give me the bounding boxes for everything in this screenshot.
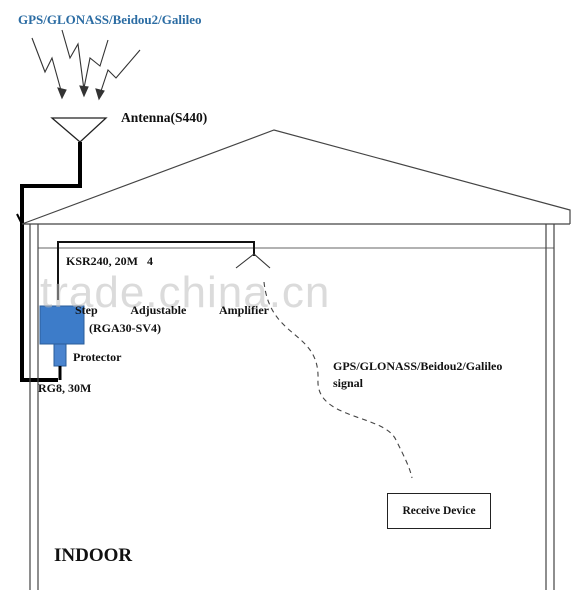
antenna-label: Antenna(S440) (121, 110, 208, 125)
protector-label: Protector (73, 350, 122, 364)
amplifier-word-step: Step (75, 303, 98, 317)
signal-label-line1: GPS/GLONASS/Beidou2/Galileo (333, 359, 503, 373)
house-roof (21, 129, 571, 225)
antenna-cable (20, 142, 82, 382)
ksr-cable (57, 241, 255, 300)
amplifier-icon (39, 305, 85, 345)
signal-label-line2: signal (333, 376, 364, 390)
splitter-icon (235, 253, 271, 269)
ksr-cable-text: KSR240, 20M (66, 254, 138, 268)
gnss-title: GPS/GLONASS/Beidou2/Galileo (18, 12, 202, 27)
amplifier-label: Step Adjustable Amplifier (75, 303, 269, 318)
watermark: trade.china.cn (40, 268, 331, 317)
amplifier-model-label: (RGA30-SV4) (89, 321, 161, 335)
ksr-cable-count: 4 (147, 254, 153, 268)
indoor-label: INDOOR (54, 545, 133, 566)
amplifier-word-adjustable: Adjustable (130, 303, 187, 317)
ksr-cable-label: KSR240, 20M 4 (66, 254, 153, 269)
cable-notch (16, 213, 23, 225)
protector-icon (53, 343, 67, 367)
indoor-signal-path (263, 281, 413, 479)
rg8-cable-label: RG8, 30M (38, 381, 92, 395)
amplifier-word-amplifier: Amplifier (219, 303, 269, 317)
signal-arrow-icon (31, 29, 141, 101)
receive-device-label: Receive Device (402, 505, 476, 517)
receive-device-box: Receive Device (387, 493, 491, 529)
antenna-icon (50, 117, 108, 143)
